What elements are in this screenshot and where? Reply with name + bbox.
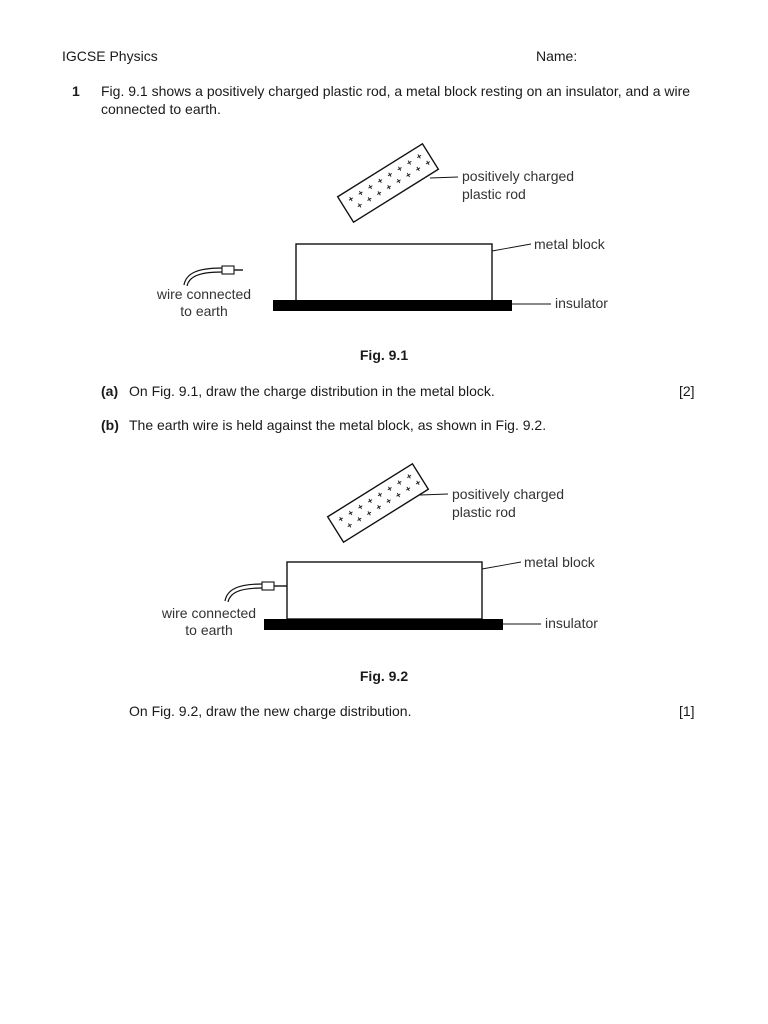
subject-title: IGCSE Physics	[62, 48, 158, 64]
question-intro-line2: connected to earth.	[101, 101, 221, 117]
insulator-bar	[264, 619, 503, 630]
positive-charge-mark: +	[375, 175, 385, 186]
block-leader-line	[491, 243, 532, 252]
positive-charge-mark: +	[405, 157, 415, 168]
positive-charge-mark: +	[413, 477, 423, 488]
positive-charge-mark: +	[395, 477, 405, 488]
positive-charge-mark: +	[346, 193, 356, 204]
positive-charge-mark: +	[364, 194, 374, 205]
positive-charge-mark: +	[365, 495, 375, 506]
insulator-label: insulator	[545, 615, 598, 631]
positive-charge-mark: +	[385, 169, 395, 180]
positive-charge-mark: +	[346, 507, 356, 518]
positive-charge-mark: +	[414, 151, 424, 162]
wire-label-line2: to earth	[185, 622, 232, 638]
metal-block	[295, 243, 493, 302]
wire-label-line1: wire connected	[156, 286, 251, 302]
metal-block	[286, 561, 483, 620]
positive-charge-mark: +	[364, 508, 374, 519]
part-b-marks: [1]	[679, 703, 695, 719]
positive-charge-mark: +	[356, 187, 366, 198]
positive-charge-mark: +	[404, 471, 414, 482]
wire-label-line1: wire connected	[161, 605, 256, 621]
rod-label-line1: positively charged	[462, 168, 574, 184]
part-a-marks: [2]	[679, 383, 695, 399]
question-number: 1	[72, 83, 80, 99]
block-leader-line	[481, 561, 522, 570]
block-label: metal block	[524, 554, 596, 570]
rod-leader-line	[429, 176, 459, 179]
part-a-label: (a)	[101, 383, 119, 399]
plastic-rod: ++++++++++++++++	[326, 462, 430, 544]
positive-charge-mark: +	[395, 163, 405, 174]
positive-charge-mark: +	[384, 495, 394, 506]
figure-9-1-caption: Fig. 9.1	[359, 347, 409, 363]
positive-charge-mark: +	[385, 483, 395, 494]
positive-charge-mark: +	[354, 514, 364, 525]
positive-charge-mark: +	[413, 163, 423, 174]
positive-charge-mark: +	[394, 175, 404, 186]
positive-charge-mark: +	[356, 501, 366, 512]
plastic-rod: ++++++++++++++++	[336, 142, 440, 224]
name-label: Name:	[536, 48, 578, 64]
positive-charge-mark: +	[345, 520, 355, 531]
positive-charge-mark: +	[366, 181, 376, 192]
part-a-text: On Fig. 9.1, draw the charge distributio…	[129, 383, 495, 399]
earth-wire	[183, 265, 243, 287]
question-intro-line1: Fig. 9.1 shows a positively charged plas…	[101, 83, 691, 99]
block-label: metal block	[534, 236, 606, 252]
insulator-bar	[273, 300, 512, 311]
rod-label-line1: positively charged	[452, 486, 564, 502]
positive-charge-mark: +	[375, 489, 385, 500]
earth-wire	[224, 581, 287, 603]
positive-charge-mark: +	[336, 513, 346, 524]
positive-charge-mark: +	[423, 157, 433, 168]
part-b-label: (b)	[101, 417, 119, 433]
figure-9-2-diagram: ++++++++++++++++ positively charged plas…	[161, 462, 598, 638]
wire-label-line2: to earth	[180, 303, 227, 319]
part-b-instruction: On Fig. 9.2, draw the new charge distrib…	[129, 703, 412, 719]
insulator-label: insulator	[555, 295, 608, 311]
positive-charge-mark: +	[384, 182, 394, 193]
rod-leader-line	[419, 493, 449, 496]
rod-label-line2: plastic rod	[462, 186, 526, 202]
part-b-text: The earth wire is held against the metal…	[129, 417, 547, 433]
positive-charge-mark: +	[403, 483, 413, 494]
positive-charge-mark: +	[355, 200, 365, 211]
positive-charge-mark: +	[374, 188, 384, 199]
rod-label-line2: plastic rod	[452, 504, 516, 520]
figure-9-1-diagram: ++++++++++++++++ positively charged plas…	[156, 142, 608, 319]
positive-charge-mark: +	[403, 169, 413, 180]
positive-charge-mark: +	[374, 502, 384, 513]
positive-charge-mark: +	[393, 489, 403, 500]
figure-9-2-caption: Fig. 9.2	[359, 668, 409, 684]
